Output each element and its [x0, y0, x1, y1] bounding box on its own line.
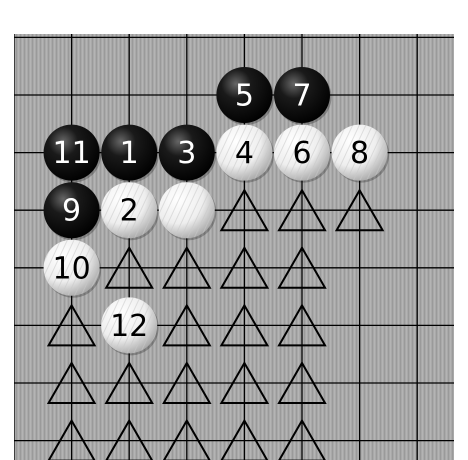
stone-number: 9: [62, 194, 81, 229]
stone-number: 6: [292, 136, 311, 171]
stone-number: 12: [110, 309, 148, 344]
stone-number: 4: [235, 136, 254, 171]
stone-number: 10: [53, 251, 91, 286]
stone-number: 7: [292, 79, 311, 114]
stone-number: 1: [120, 136, 139, 171]
stone-number: 11: [53, 136, 91, 171]
stone-number: 3: [177, 136, 196, 171]
stone-number: 5: [235, 79, 254, 114]
stone-number: 2: [120, 194, 139, 229]
stone-number: 8: [350, 136, 369, 171]
